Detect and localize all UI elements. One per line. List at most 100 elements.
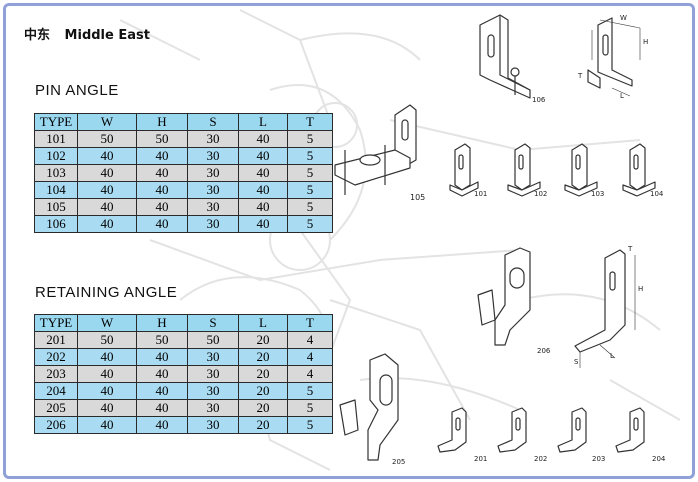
table-cell: 40 bbox=[136, 365, 188, 383]
label-104: 104 bbox=[650, 190, 664, 198]
dim-206-t: T bbox=[628, 245, 633, 253]
table-cell: 101 bbox=[34, 130, 78, 148]
table-cell: 5 bbox=[287, 164, 333, 182]
bracket-201-drawing bbox=[437, 407, 467, 453]
table-cell: 50 bbox=[136, 331, 188, 349]
table-cell: 30 bbox=[187, 365, 239, 383]
bracket-101-drawing bbox=[449, 143, 479, 197]
bracket-104-drawing bbox=[622, 143, 656, 197]
table-cell: 40 bbox=[77, 365, 137, 383]
table-cell: 5 bbox=[287, 198, 333, 216]
label-201: 201 bbox=[474, 455, 488, 463]
table-cell: 20 bbox=[238, 348, 288, 366]
table-cell: 40 bbox=[136, 215, 188, 233]
table-cell: 40 bbox=[77, 416, 137, 434]
table-cell: 40 bbox=[136, 382, 188, 400]
table-cell: 40 bbox=[136, 399, 188, 417]
bracket-105-drawing bbox=[334, 104, 417, 195]
label-101: 101 bbox=[474, 190, 488, 198]
table-cell: 50 bbox=[77, 331, 137, 349]
table-cell: 40 bbox=[238, 164, 288, 182]
bracket-202-drawing bbox=[497, 407, 527, 453]
table-cell: 105 bbox=[34, 198, 78, 216]
table-cell: 40 bbox=[136, 181, 188, 199]
table-cell: 50 bbox=[136, 130, 188, 148]
table-cell: 20 bbox=[238, 382, 288, 400]
column-header: TYPE bbox=[34, 113, 78, 131]
table-cell: 5 bbox=[287, 399, 333, 417]
table-cell: 40 bbox=[136, 164, 188, 182]
table-cell: 30 bbox=[187, 348, 239, 366]
dim-206-l: L bbox=[610, 352, 614, 360]
bracket-103-drawing bbox=[564, 143, 598, 197]
table-cell: 206 bbox=[34, 416, 78, 434]
table-cell: 205 bbox=[34, 399, 78, 417]
bracket-204-drawing bbox=[615, 407, 645, 453]
label-106: 106 bbox=[532, 96, 546, 104]
table-cell: 5 bbox=[287, 382, 333, 400]
bracket-106-drawing bbox=[479, 14, 531, 99]
table-cell: 30 bbox=[187, 215, 239, 233]
column-header: T bbox=[287, 314, 333, 332]
bracket-206-dimensioned bbox=[574, 249, 636, 368]
bracket-206-drawing bbox=[477, 247, 531, 346]
table-cell: 5 bbox=[287, 181, 333, 199]
region-en: Middle East bbox=[64, 28, 150, 43]
table-cell: 102 bbox=[34, 147, 78, 165]
table-cell: 30 bbox=[187, 181, 239, 199]
region-header: 中东 Middle East bbox=[24, 24, 150, 43]
column-header: T bbox=[287, 113, 333, 131]
label-102: 102 bbox=[534, 190, 548, 198]
label-204: 204 bbox=[652, 455, 666, 463]
table-cell: 40 bbox=[77, 215, 137, 233]
dim-106-w: W bbox=[620, 14, 627, 22]
table-cell: 30 bbox=[187, 130, 239, 148]
label-205: 205 bbox=[392, 458, 406, 466]
table-cell: 40 bbox=[77, 348, 137, 366]
label-202: 202 bbox=[534, 455, 548, 463]
label-203: 203 bbox=[592, 455, 606, 463]
region-cn: 中东 bbox=[24, 28, 51, 43]
table-cell: 40 bbox=[136, 416, 188, 434]
table-cell: 30 bbox=[187, 147, 239, 165]
table-cell: 40 bbox=[238, 147, 288, 165]
column-header: L bbox=[238, 113, 288, 131]
pin-angle-title: PIN ANGLE bbox=[35, 82, 119, 99]
bracket-203-drawing bbox=[557, 407, 587, 453]
retaining-angle-title: RETAINING ANGLE bbox=[35, 284, 178, 301]
column-header: H bbox=[136, 314, 188, 332]
table-cell: 40 bbox=[238, 215, 288, 233]
table-cell: 40 bbox=[77, 198, 137, 216]
table-cell: 4 bbox=[287, 365, 333, 383]
dim-206-s: S bbox=[574, 358, 579, 366]
table-cell: 5 bbox=[287, 147, 333, 165]
bracket-102-drawing bbox=[507, 143, 541, 197]
dim-106-t: T bbox=[578, 72, 583, 80]
column-header: L bbox=[238, 314, 288, 332]
bracket-205-drawing bbox=[339, 353, 399, 461]
column-header: S bbox=[187, 113, 239, 131]
table-cell: 40 bbox=[77, 382, 137, 400]
table-cell: 4 bbox=[287, 331, 333, 349]
table-cell: 20 bbox=[238, 399, 288, 417]
label-206: 206 bbox=[537, 347, 551, 355]
label-105: 105 bbox=[410, 193, 426, 202]
dim-206-h: H bbox=[638, 285, 644, 293]
table-cell: 50 bbox=[77, 130, 137, 148]
dim-106-l: L bbox=[620, 92, 624, 100]
table-cell: 204 bbox=[34, 382, 78, 400]
table-cell: 5 bbox=[287, 416, 333, 434]
bracket-106-dimensioned bbox=[587, 17, 641, 97]
column-header: W bbox=[77, 113, 137, 131]
